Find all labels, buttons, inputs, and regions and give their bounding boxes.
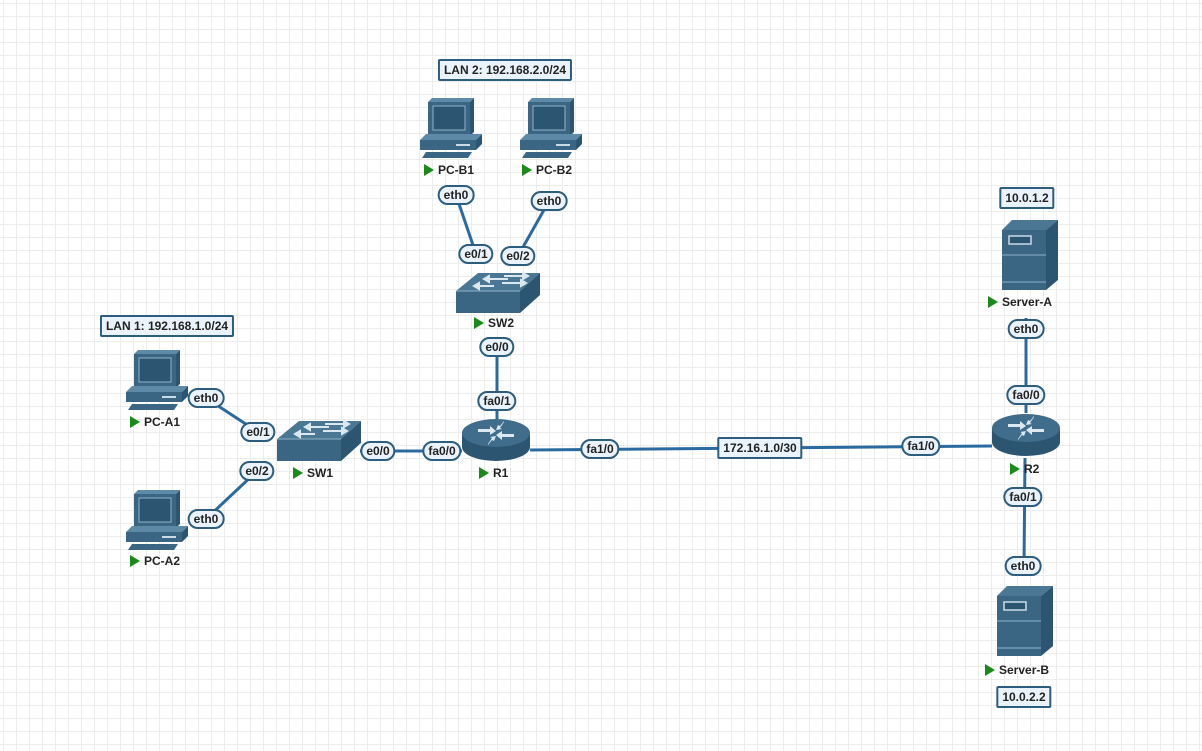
server-icon	[1002, 220, 1058, 290]
server-a-node[interactable]	[1000, 218, 1058, 292]
iface-sw2-e0-0[interactable]: e0/0	[479, 337, 515, 357]
iface-r1-fa0-1[interactable]: fa0/1	[477, 391, 517, 411]
r1-label: R1	[479, 466, 508, 480]
iface-r2-fa1-0[interactable]: fa1/0	[901, 436, 941, 456]
server-icon	[997, 586, 1053, 656]
play-icon[interactable]	[522, 164, 532, 176]
sw1-label: SW1	[293, 466, 333, 480]
pc-b2-label: PC-B2	[522, 163, 572, 177]
iface-sw2-e0-2[interactable]: e0/2	[500, 246, 536, 266]
iface-r2-fa0-0[interactable]: fa0/0	[1006, 385, 1046, 405]
iface-server-b-eth0[interactable]: eth0	[1004, 556, 1042, 576]
pc-b2-node[interactable]	[518, 98, 582, 160]
sw2-node[interactable]	[454, 271, 540, 315]
pc-b1-label: PC-B1	[424, 163, 474, 177]
play-icon[interactable]	[985, 664, 995, 676]
switch-icon	[456, 271, 540, 313]
play-icon[interactable]	[424, 164, 434, 176]
pc-icon	[420, 98, 482, 158]
play-icon[interactable]	[479, 467, 489, 479]
router-icon	[462, 419, 530, 461]
node-name: PC-A1	[144, 415, 181, 429]
iface-sw1-e0-0[interactable]: e0/0	[360, 441, 396, 461]
pc-b1-node[interactable]	[418, 98, 482, 160]
server-a-ip-note[interactable]: 10.0.1.2	[999, 187, 1055, 209]
sw1-node[interactable]	[275, 419, 361, 463]
iface-r1-fa1-0[interactable]: fa1/0	[580, 439, 620, 459]
server-a-label: Server-A	[988, 295, 1052, 309]
play-icon[interactable]	[130, 555, 140, 567]
server-b-ip-note[interactable]: 10.0.2.2	[996, 686, 1052, 708]
server-b-label: Server-B	[985, 663, 1049, 677]
node-name: Server-A	[1002, 295, 1053, 309]
play-icon[interactable]	[1010, 463, 1020, 475]
pc-icon	[126, 350, 188, 410]
r2-node[interactable]	[990, 412, 1062, 458]
iface-r2-fa0-1[interactable]: fa0/1	[1003, 487, 1043, 507]
link-r2-serverb[interactable]	[1022, 457, 1027, 567]
server-b-node[interactable]	[995, 584, 1053, 658]
router-icon	[992, 414, 1060, 456]
iface-server-a-eth0[interactable]: eth0	[1007, 319, 1045, 339]
iface-pc-b1-eth0[interactable]: eth0	[437, 185, 475, 205]
iface-sw1-e0-1[interactable]: e0/1	[240, 422, 276, 442]
play-icon[interactable]	[988, 296, 998, 308]
pc-a2-node[interactable]	[124, 490, 188, 552]
iface-r1-fa0-0[interactable]: fa0/0	[422, 441, 462, 461]
switch-icon	[277, 419, 361, 461]
sw2-label: SW2	[474, 316, 514, 330]
pc-a1-node[interactable]	[124, 350, 188, 412]
node-name: PC-A2	[144, 554, 181, 568]
node-name: PC-B2	[536, 163, 573, 177]
play-icon[interactable]	[474, 317, 484, 329]
play-icon[interactable]	[293, 467, 303, 479]
wan-note[interactable]: 172.16.1.0/30	[717, 437, 803, 459]
iface-pc-b2-eth0[interactable]: eth0	[530, 191, 568, 211]
node-name: SW2	[488, 316, 515, 330]
node-name: R2	[1024, 462, 1040, 476]
play-icon[interactable]	[130, 416, 140, 428]
pc-a1-label: PC-A1	[130, 415, 180, 429]
node-name: R1	[493, 466, 509, 480]
lan2-note[interactable]: LAN 2: 192.168.2.0/24	[437, 59, 573, 81]
node-name: SW1	[307, 466, 334, 480]
r2-label: R2	[1010, 462, 1039, 476]
r1-node[interactable]	[460, 417, 532, 463]
iface-sw2-e0-1[interactable]: e0/1	[458, 244, 494, 264]
iface-pc-a2-eth0[interactable]: eth0	[187, 509, 225, 529]
lan1-note[interactable]: LAN 1: 192.168.1.0/24	[99, 315, 235, 337]
pc-a2-label: PC-A2	[130, 554, 180, 568]
iface-sw1-e0-2[interactable]: e0/2	[239, 461, 275, 481]
pc-icon	[126, 490, 188, 550]
node-name: Server-B	[999, 663, 1050, 677]
pc-icon	[520, 98, 582, 158]
iface-pc-a1-eth0[interactable]: eth0	[187, 388, 225, 408]
node-name: PC-B1	[438, 163, 475, 177]
